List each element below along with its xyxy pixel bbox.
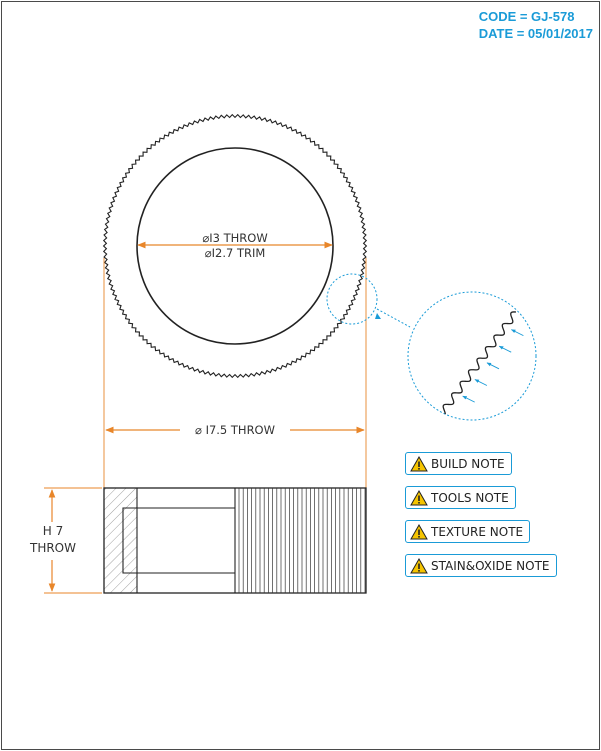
detail-marker-circle bbox=[326, 273, 378, 325]
build-note-button[interactable]: BUILD NOTE bbox=[405, 452, 512, 475]
height-note: THROW bbox=[29, 541, 76, 555]
section-hatch-wall bbox=[104, 488, 137, 593]
detail-arrow bbox=[375, 313, 381, 319]
knurl-detail-arrows bbox=[462, 329, 524, 403]
detail-pointer-arrow bbox=[474, 379, 488, 386]
tools-note-label: TOOLS NOTE bbox=[431, 490, 509, 505]
drawing-date: DATE = 05/01/2017 bbox=[478, 26, 593, 41]
inner-bore-circle bbox=[136, 147, 334, 345]
height-value: H 7 bbox=[42, 524, 64, 538]
warning-icon bbox=[410, 489, 428, 505]
knurl-texture-lines bbox=[238, 488, 366, 593]
texture-note-label: TEXTURE NOTE bbox=[431, 524, 524, 539]
warning-icon bbox=[410, 455, 428, 471]
inner-bore-outline bbox=[122, 507, 235, 574]
texture-note-button[interactable]: TEXTURE NOTE bbox=[405, 520, 531, 543]
detail-pointer-arrow bbox=[510, 329, 524, 337]
part-code: CODE = GJ-578 bbox=[478, 9, 575, 24]
stain-oxide-note-label: STAIN&OXIDE NOTE bbox=[431, 558, 550, 573]
knurled-outer-edge bbox=[102, 113, 368, 379]
detail-pointer-arrow bbox=[498, 345, 512, 353]
stain-oxide-note-button[interactable]: STAIN&OXIDE NOTE bbox=[405, 554, 557, 577]
knurl-detail-profile bbox=[439, 311, 517, 417]
tools-note-button[interactable]: TOOLS NOTE bbox=[405, 486, 516, 509]
inner-throw-label: ⌀I3 THROW bbox=[202, 231, 267, 245]
warning-icon bbox=[410, 557, 428, 573]
height-dimension-label: H 7 THROW bbox=[22, 523, 84, 557]
inner-trim-label: ⌀I2.7 TRIM bbox=[205, 246, 266, 260]
detail-leader-line bbox=[376, 308, 411, 328]
detail-view-circle bbox=[407, 291, 537, 421]
build-note-label: BUILD NOTE bbox=[431, 456, 505, 471]
warning-icon bbox=[410, 523, 428, 539]
outer-throw-label: ⌀ I7.5 THROW bbox=[195, 423, 275, 437]
detail-pointer-arrow bbox=[486, 362, 500, 370]
detail-pointer-arrow bbox=[462, 395, 475, 403]
title-block: CODE = GJ-578 DATE = 05/01/2017 bbox=[479, 8, 593, 42]
